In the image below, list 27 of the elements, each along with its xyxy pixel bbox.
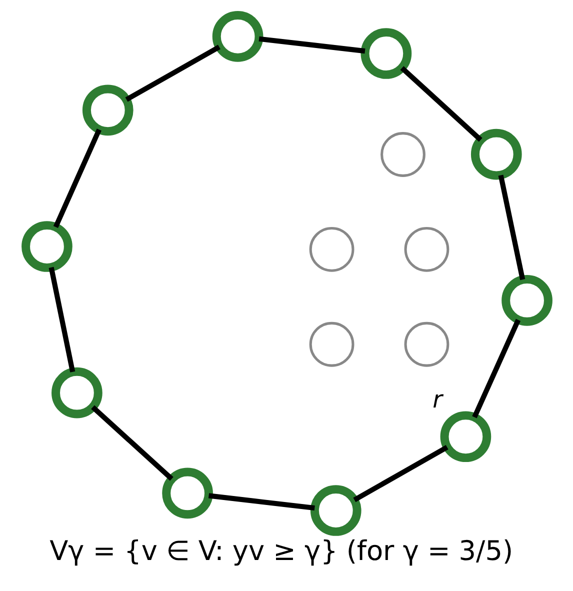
node-circle bbox=[82, 84, 133, 136]
connector bbox=[52, 128, 101, 228]
node-circle bbox=[380, 132, 425, 177]
node-circle bbox=[212, 11, 263, 62]
node-label: r bbox=[432, 385, 442, 414]
connector bbox=[208, 493, 314, 511]
connector bbox=[498, 174, 525, 280]
caption: Vγ = {v ∈ V: yv ≥ γ} (for γ = 3/5) bbox=[49, 536, 513, 568]
node-circle bbox=[308, 322, 354, 367]
node-circle bbox=[308, 226, 354, 272]
connector bbox=[258, 36, 365, 54]
node-circle bbox=[404, 322, 449, 367]
node-circle bbox=[310, 485, 361, 536]
node-circle bbox=[404, 226, 449, 272]
connector bbox=[48, 266, 75, 372]
node-circle bbox=[501, 275, 552, 326]
node-circle bbox=[162, 468, 212, 519]
connector bbox=[352, 445, 448, 502]
connector bbox=[400, 66, 482, 142]
node-circle bbox=[440, 411, 491, 462]
node-circle bbox=[51, 367, 102, 418]
node-circle bbox=[360, 28, 412, 79]
node-circle bbox=[21, 221, 72, 272]
connector bbox=[124, 44, 220, 102]
connector bbox=[472, 318, 520, 418]
node-circle bbox=[470, 128, 522, 180]
connector bbox=[90, 405, 173, 481]
